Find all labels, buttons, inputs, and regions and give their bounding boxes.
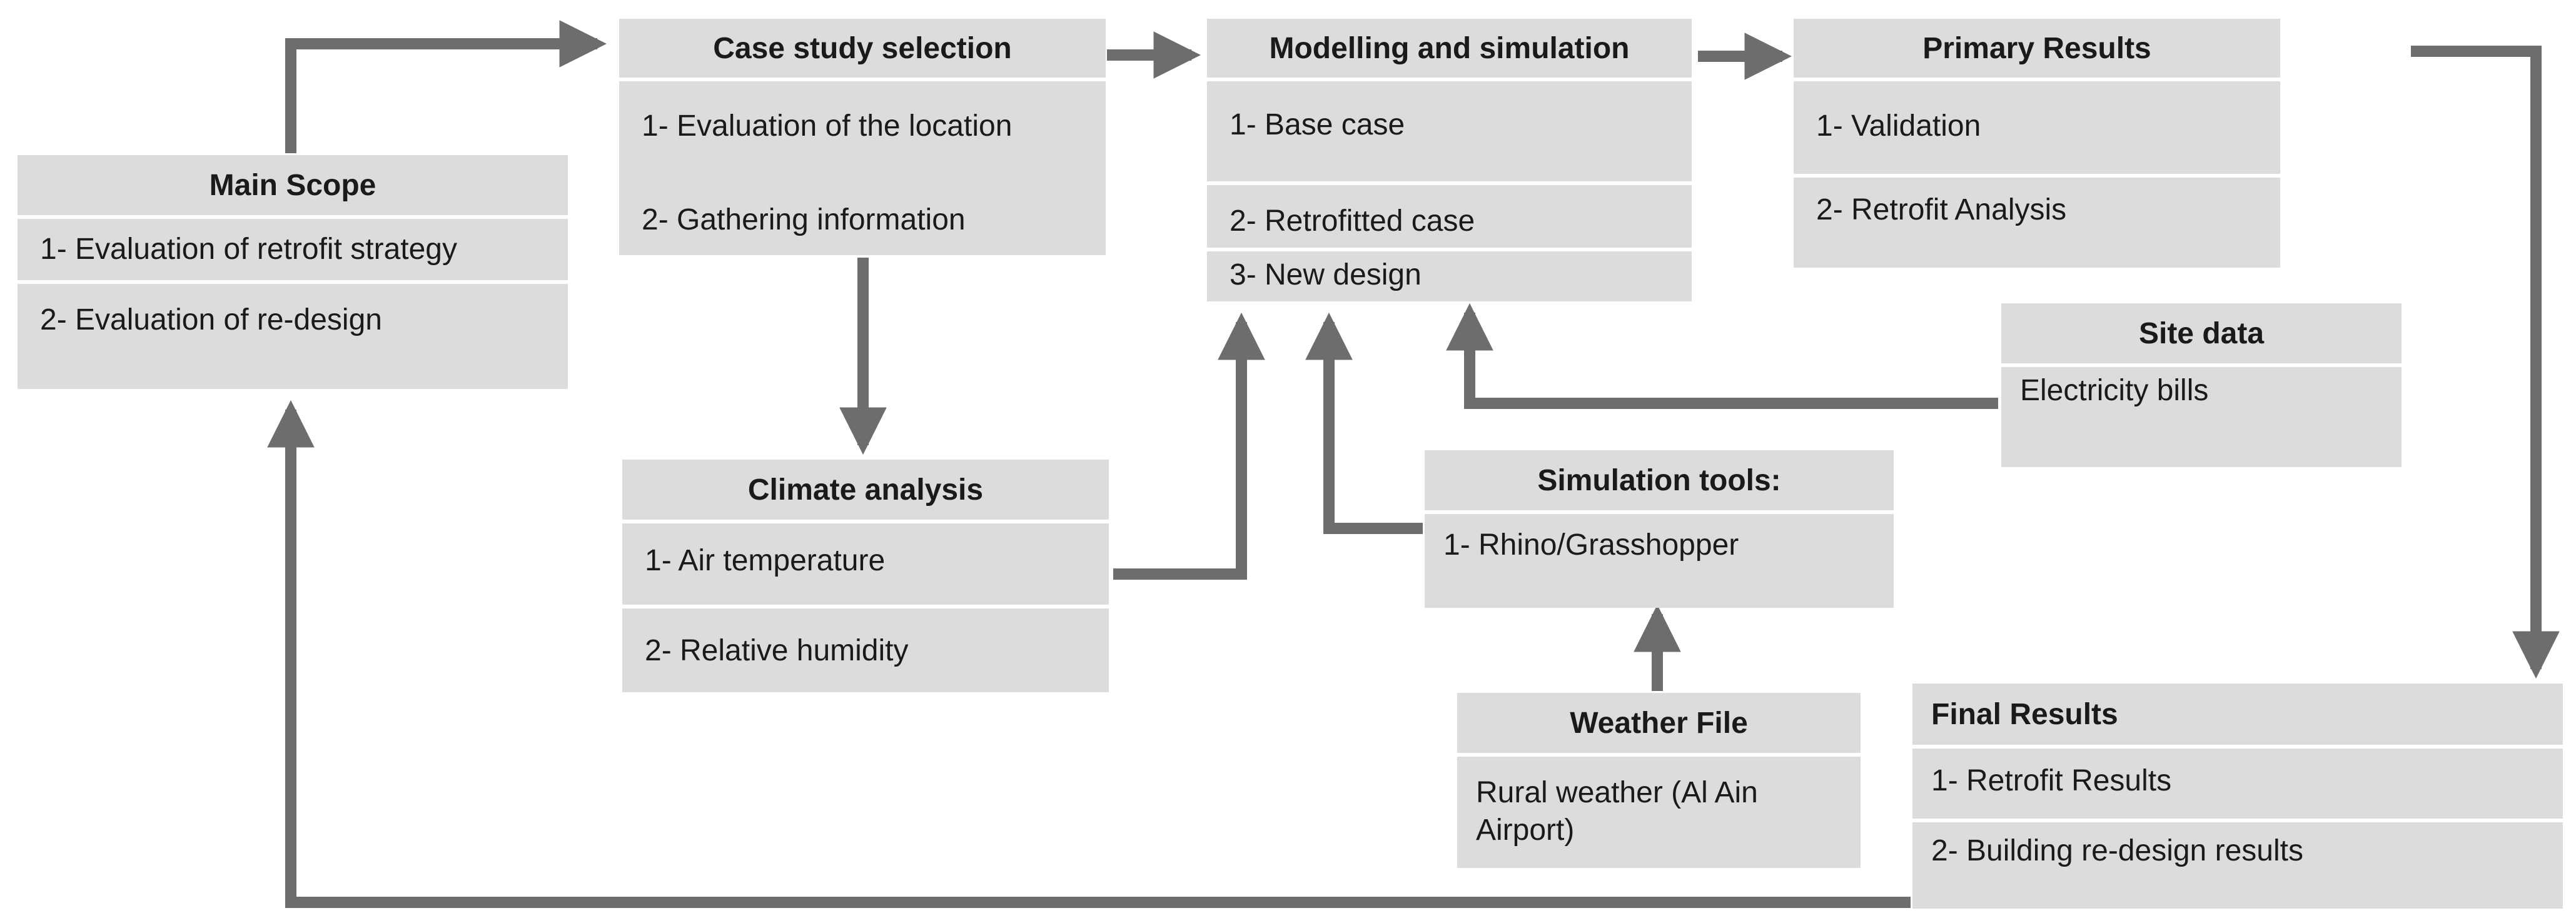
climate-item-2: 2- Relative humidity (622, 608, 1109, 692)
main-scope-title: Main Scope (18, 155, 568, 215)
simulation-tools-item-1: 1- Rhino/Grasshopper (1425, 514, 1894, 608)
case-study-item-1: 1- Evaluation of the location (619, 81, 1106, 169)
arrow-simulation-tools-to-modelling (1305, 312, 1423, 534)
case-study-title: Case study selection (619, 19, 1106, 78)
primary-results-item-2: 2- Retrofit Analysis (1794, 178, 2280, 268)
modelling-box: Modelling and simulation 1- Base case 2-… (1207, 19, 1692, 301)
main-scope-item-1: 1- Evaluation of retrofit strategy (18, 219, 568, 280)
modelling-item-3: 3- New design (1207, 251, 1692, 301)
case-study-box: Case study selection 1- Evaluation of th… (619, 19, 1106, 255)
simulation-tools-box: Simulation tools: 1- Rhino/Grasshopper (1425, 450, 1894, 608)
arrow-main-scope-to-case-study (285, 20, 607, 153)
final-results-title: Final Results (1912, 683, 2563, 745)
site-data-title: Site data (2001, 303, 2402, 363)
final-results-box: Final Results 1- Retrofit Results 2- Bui… (1912, 683, 2563, 909)
weather-file-title: Weather File (1457, 693, 1861, 753)
weather-file-line-1: Rural weather (Al Ain (1476, 776, 1758, 809)
final-results-item-1: 1- Retrofit Results (1912, 749, 2563, 819)
weather-file-item: Rural weather (Al Ain Airport) (1457, 757, 1861, 868)
arrow-primary-to-final-results (2411, 46, 2560, 679)
case-study-item-2: 2- Gathering information (619, 169, 1106, 255)
climate-item-1: 1- Air temperature (622, 523, 1109, 605)
climate-analysis-title: Climate analysis (622, 460, 1109, 520)
site-data-item-1: Electricity bills (2001, 367, 2402, 467)
primary-results-box: Primary Results 1- Validation 2- Retrofi… (1794, 19, 2280, 268)
arrow-climate-to-modelling (1113, 312, 1265, 580)
arrow-final-results-to-main-scope (267, 400, 1911, 908)
simulation-tools-title: Simulation tools: (1425, 450, 1894, 510)
climate-analysis-box: Climate analysis 1- Air temperature 2- R… (622, 460, 1109, 692)
weather-file-box: Weather File Rural weather (Al Ain Airpo… (1457, 693, 1861, 868)
site-data-box: Site data Electricity bills (2001, 303, 2402, 467)
modelling-item-2: 2- Retrofitted case (1207, 185, 1692, 248)
arrow-site-data-to-modelling (1446, 303, 1998, 409)
main-scope-box: Main Scope 1- Evaluation of retrofit str… (18, 155, 568, 389)
weather-file-line-2: Airport) (1476, 814, 1575, 847)
primary-results-item-1: 1- Validation (1794, 81, 2280, 174)
primary-results-title: Primary Results (1794, 19, 2280, 78)
final-results-item-2: 2- Building re-design results (1912, 822, 2563, 909)
modelling-title: Modelling and simulation (1207, 19, 1692, 78)
main-scope-item-2: 2- Evaluation of re-design (18, 284, 568, 389)
modelling-item-1: 1- Base case (1207, 81, 1692, 181)
